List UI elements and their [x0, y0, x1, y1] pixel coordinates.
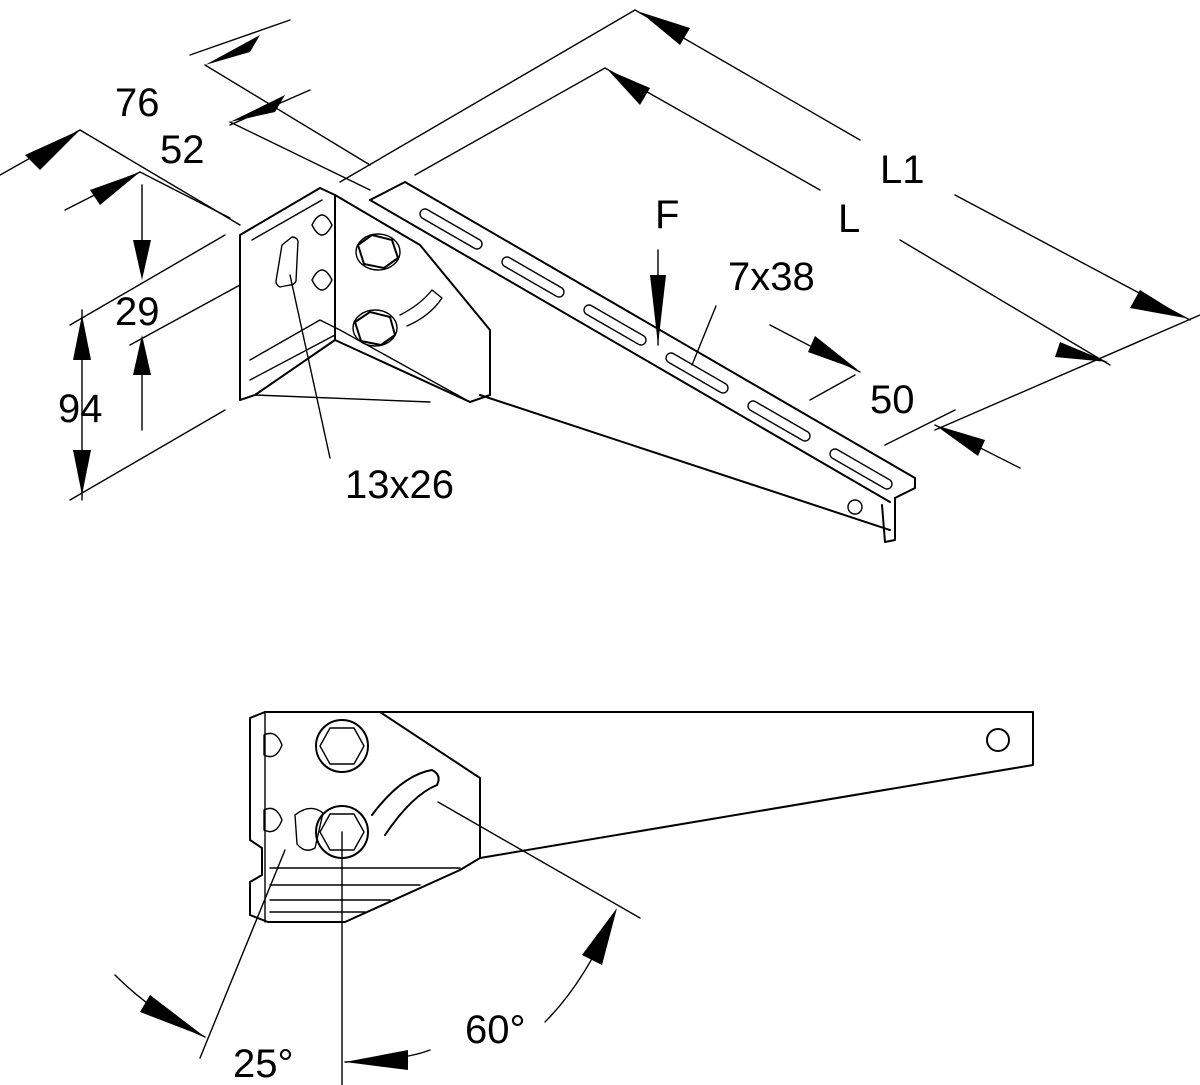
- angle-25-label: 25°: [233, 1042, 294, 1085]
- side-bolt-upper: [315, 719, 369, 773]
- arm-slots: [419, 208, 893, 490]
- force-f-label: F: [655, 193, 679, 237]
- dim-50-label: 50: [870, 378, 915, 422]
- bolt-lower: [352, 289, 443, 347]
- dim-29-label: 29: [115, 290, 160, 334]
- dim-94-label: 94: [58, 387, 103, 431]
- bracket-side-view: [249, 711, 1034, 923]
- dimension-labels: 76 52 29 94 13x26 F L L1 7x38 50 25° 60°: [58, 81, 925, 1085]
- isometric-dimension-lines: [0, 9, 1200, 501]
- dim-l-label: L: [838, 197, 860, 241]
- angle-60-label: 60°: [465, 1008, 526, 1052]
- side-dimension-lines: [114, 801, 641, 1085]
- dim-52-label: 52: [160, 128, 205, 172]
- dim-76-label: 76: [115, 81, 160, 125]
- dim-l1-label: L1: [880, 148, 925, 192]
- dim-13x26-label: 13x26: [345, 463, 454, 507]
- bracket-isometric-view: [239, 181, 916, 543]
- dim-7x38-label: 7x38: [728, 255, 815, 299]
- bolt-upper: [355, 233, 401, 271]
